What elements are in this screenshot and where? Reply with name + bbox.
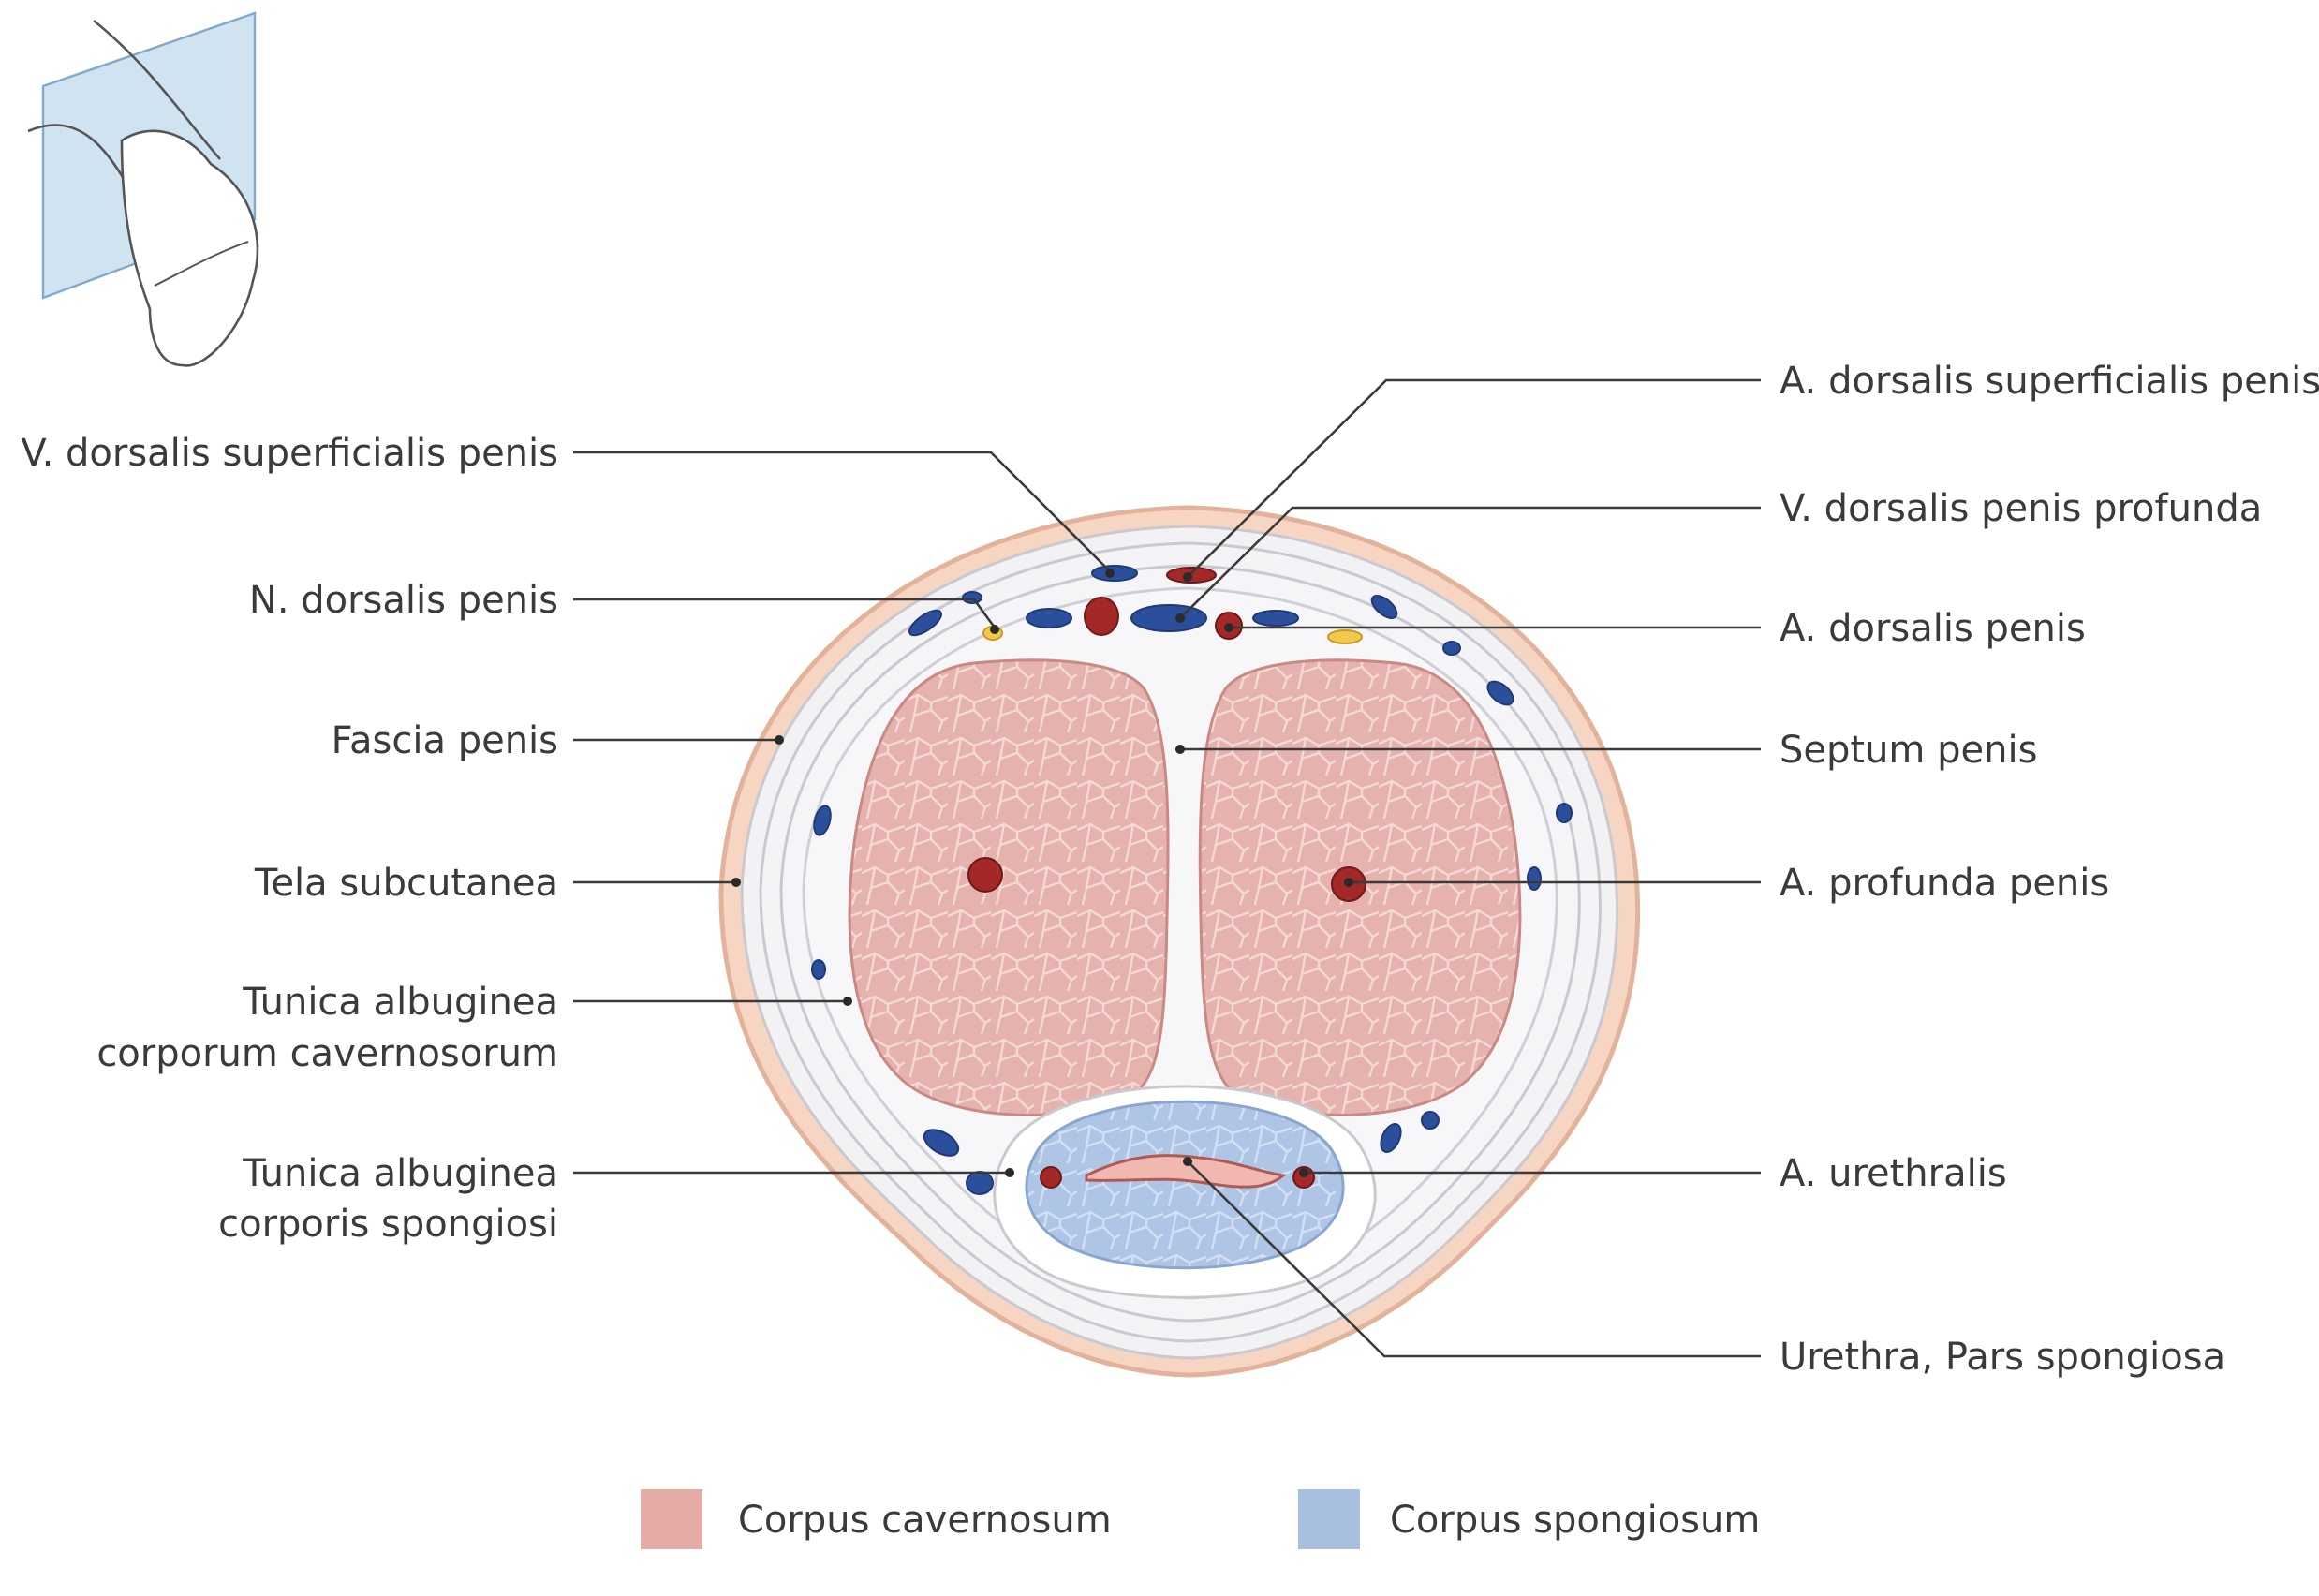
urethra-lumen bbox=[1085, 1154, 1287, 1189]
label-v-dorsalis-superficialis: V. dorsalis superficialis penis bbox=[21, 432, 558, 475]
legend-swatch-cavernosum bbox=[641, 1489, 702, 1549]
vein bbox=[1486, 680, 1514, 706]
vein bbox=[1421, 1111, 1440, 1130]
label-n-dorsalis: N. dorsalis penis bbox=[249, 579, 558, 622]
label-urethra: Urethra, Pars spongiosa bbox=[1780, 1336, 2225, 1379]
corpus-spongiosum bbox=[1025, 1100, 1345, 1270]
legend-swatch-spongiosum bbox=[1298, 1489, 1360, 1549]
vein bbox=[923, 1129, 960, 1157]
legend: Corpus cavernosum Corpus spongiosum bbox=[641, 1489, 1760, 1549]
label-a-urethralis: A. urethralis bbox=[1780, 1152, 2007, 1195]
label-fascia-penis: Fascia penis bbox=[332, 719, 558, 762]
vein bbox=[1026, 608, 1072, 628]
vein bbox=[1252, 610, 1299, 627]
veins bbox=[811, 565, 1573, 1195]
vein-deep-dorsal bbox=[1130, 604, 1207, 632]
vein bbox=[1380, 1123, 1402, 1153]
vein bbox=[908, 609, 943, 637]
penis-outline-icon bbox=[120, 129, 259, 367]
artery-urethralis-left bbox=[1040, 1166, 1062, 1189]
orientation-thumbnail bbox=[27, 11, 259, 367]
label-v-dorsalis-profunda: V. dorsalis penis profunda bbox=[1780, 487, 2262, 530]
vein bbox=[1556, 803, 1573, 823]
right-labels: A. dorsalis superficialis penis V. dorsa… bbox=[1780, 360, 2319, 1379]
artery bbox=[1084, 597, 1119, 636]
leader-dots bbox=[731, 569, 1353, 1177]
label-tunica-albuginea-cc-line1: Tunica albuginea bbox=[242, 981, 558, 1024]
label-septum-penis: Septum penis bbox=[1780, 729, 2037, 772]
left-labels: V. dorsalis superficialis penis N. dorsa… bbox=[21, 432, 558, 1246]
nerve bbox=[1327, 629, 1363, 644]
label-tunica-albuginea-cc-line2: corporum cavernosorum bbox=[96, 1032, 558, 1075]
vein bbox=[1370, 595, 1398, 619]
label-tunica-albuginea-cs-line2: corporis spongiosi bbox=[218, 1203, 558, 1246]
vein bbox=[811, 959, 826, 980]
vein bbox=[813, 805, 832, 836]
vein bbox=[966, 1171, 994, 1195]
leader-lines bbox=[573, 378, 1761, 1358]
label-a-dorsalis-superficialis: A. dorsalis superficialis penis bbox=[1780, 360, 2319, 403]
label-a-profunda: A. profunda penis bbox=[1780, 862, 2109, 905]
vein bbox=[1527, 866, 1542, 891]
label-tunica-albuginea-cs-line1: Tunica albuginea bbox=[242, 1152, 558, 1195]
legend-label-spongiosum: Corpus spongiosum bbox=[1390, 1499, 1760, 1542]
corpus-cavernosum-left bbox=[848, 658, 1170, 1116]
legend-label-cavernosum: Corpus cavernosum bbox=[738, 1499, 1112, 1542]
vein bbox=[962, 591, 982, 604]
vein bbox=[1442, 641, 1461, 656]
label-a-dorsalis: A. dorsalis penis bbox=[1780, 607, 2086, 650]
cross-section bbox=[718, 505, 1641, 1378]
artery-profunda-left bbox=[967, 857, 1003, 893]
label-tela-subcutanea: Tela subcutanea bbox=[254, 862, 558, 905]
